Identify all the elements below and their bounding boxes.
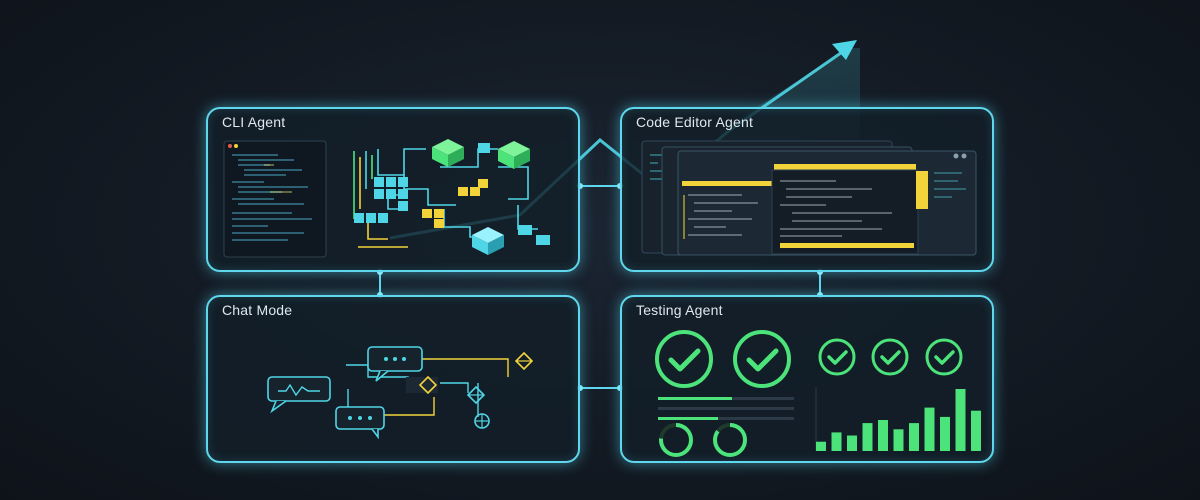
code-editor-agent-title: Code Editor Agent [636,114,754,130]
terminal-window-icon [223,140,327,258]
diamond-node-icon [466,385,486,405]
testing-agent-panel: Testing Agent [620,295,994,463]
chat-bubble-icon [367,346,423,382]
wave-bubble-icon [267,376,331,414]
chat-bubble-icon [335,406,385,440]
code-editor-agent-panel: Code Editor Agent [620,107,994,272]
bar [831,432,842,451]
chat-mode-panel: Chat Mode [206,295,580,463]
progress-bars [658,397,794,420]
bar [847,435,857,451]
cube-icon [498,141,530,169]
bar-chart-icon [816,389,981,451]
cube-icon [472,227,504,255]
bar [878,420,888,451]
chat-mode-illustration [267,346,534,440]
bar [955,389,966,451]
target-node-icon [474,413,490,429]
cli-agent-title: CLI Agent [222,114,286,130]
diamond-node-icon [406,375,438,395]
check-circle-icon [871,338,909,376]
check-circle-icon [733,330,791,388]
bar [909,423,919,451]
code-editor-illustration [641,140,977,256]
cli-agent-illustration [223,139,550,258]
cli-agent-panel: CLI Agent [206,107,580,272]
chat-flow-lines [346,358,509,417]
check-circle-icon [655,330,713,388]
testing-agent-illustration [655,330,981,457]
bar [893,429,904,451]
bar [940,416,950,451]
chat-mode-title: Chat Mode [222,302,293,318]
cube-icon [432,139,464,167]
bar [816,441,826,451]
check-circle-icon [818,338,856,376]
trend-arrow-head [832,40,857,60]
editor-window-front [677,150,977,256]
check-circle-icon [925,338,963,376]
progress-ring-icon [659,423,693,457]
bar [862,423,873,451]
bar [971,410,981,451]
testing-agent-title: Testing Agent [636,302,723,318]
progress-ring-icon [713,423,747,457]
bar [924,407,935,451]
block-grid-cyan [354,143,550,245]
diamond-node-icon [514,351,534,371]
block-grid-yellow [422,179,488,228]
